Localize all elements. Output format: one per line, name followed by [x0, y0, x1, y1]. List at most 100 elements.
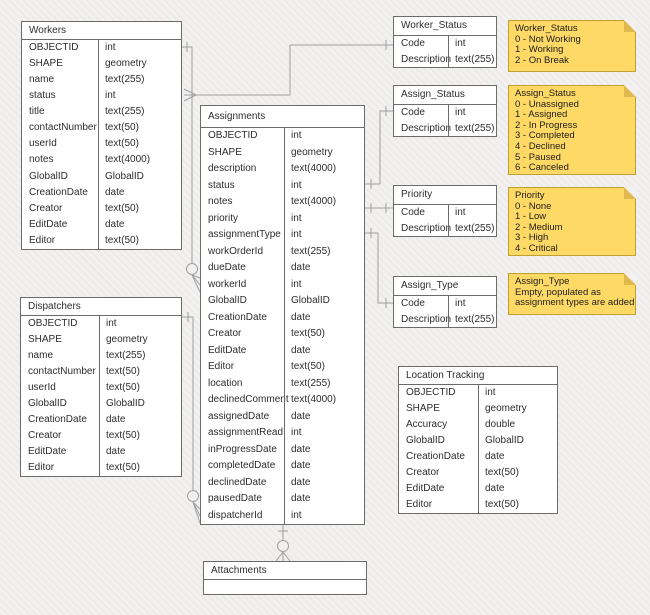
field-name: SHAPE	[208, 146, 242, 158]
field-type: GlobalID	[485, 435, 524, 446]
column-divider	[284, 128, 285, 524]
field-name: Editor	[28, 462, 55, 473]
column-divider	[98, 40, 99, 249]
field-type: text(50)	[105, 138, 139, 150]
column-divider	[448, 296, 449, 327]
field-row: Code int	[394, 296, 496, 312]
field-type: int	[291, 509, 302, 521]
field-name: assignmentRead	[208, 427, 284, 438]
field-type: int	[485, 387, 496, 398]
field-type: int	[291, 278, 302, 290]
field-type: text(50)	[105, 202, 139, 214]
field-type: text(255)	[105, 74, 145, 86]
field-name: GlobalID	[406, 435, 445, 446]
field-type: text(255)	[455, 313, 495, 325]
field-type: text(50)	[106, 366, 140, 377]
field-type: date	[291, 311, 311, 323]
field-type: int	[291, 212, 302, 224]
field-type: text(50)	[106, 382, 140, 393]
field-type: date	[106, 446, 126, 457]
field-name: Creator	[28, 430, 62, 441]
field-name: declinedDate	[208, 476, 267, 488]
field-row: GlobalID GlobalID	[399, 433, 557, 449]
field-name: Code	[401, 298, 425, 309]
field-type: date	[485, 451, 505, 462]
field-name: Editor	[208, 361, 235, 372]
field-type: text(50)	[105, 122, 139, 134]
field-type: date	[485, 483, 505, 494]
field-type: int	[455, 298, 466, 309]
field-name: name	[29, 74, 55, 86]
field-name: CreationDate	[29, 186, 88, 198]
note-line: 1 - Working	[515, 44, 564, 56]
field-type: text(255)	[455, 222, 495, 234]
field-type: text(50)	[485, 467, 519, 478]
field-row: name text(255)	[22, 72, 181, 88]
note-line: 2 - In Progress	[515, 119, 578, 131]
note-line: 4 - Critical	[515, 242, 558, 254]
note-line: 0 - Not Working	[515, 33, 581, 45]
note-line: 1 - Assigned	[515, 109, 568, 121]
entity-table-attachments[interactable]: Attachments	[203, 561, 367, 595]
field-type: text(50)	[485, 499, 519, 510]
table-title: Assign_Status	[394, 86, 496, 105]
field-name: EditDate	[29, 218, 68, 230]
field-name: description	[208, 163, 257, 174]
note-line: 2 - On Break	[515, 54, 569, 66]
field-type: text(50)	[105, 234, 139, 246]
field-name: status	[29, 90, 56, 102]
field-name: OBJECTID	[208, 130, 258, 141]
field-type: int	[105, 42, 116, 53]
field-type: date	[291, 443, 311, 455]
field-type: int	[455, 107, 466, 118]
table-title: Workers	[22, 22, 181, 40]
field-type: text(255)	[455, 122, 495, 134]
note-line: 3 - Completed	[515, 130, 575, 142]
field-name: CreationDate	[208, 311, 267, 323]
note-line: 0 - Unassigned	[515, 98, 579, 110]
column-divider	[99, 316, 100, 476]
field-type: date	[291, 344, 311, 356]
